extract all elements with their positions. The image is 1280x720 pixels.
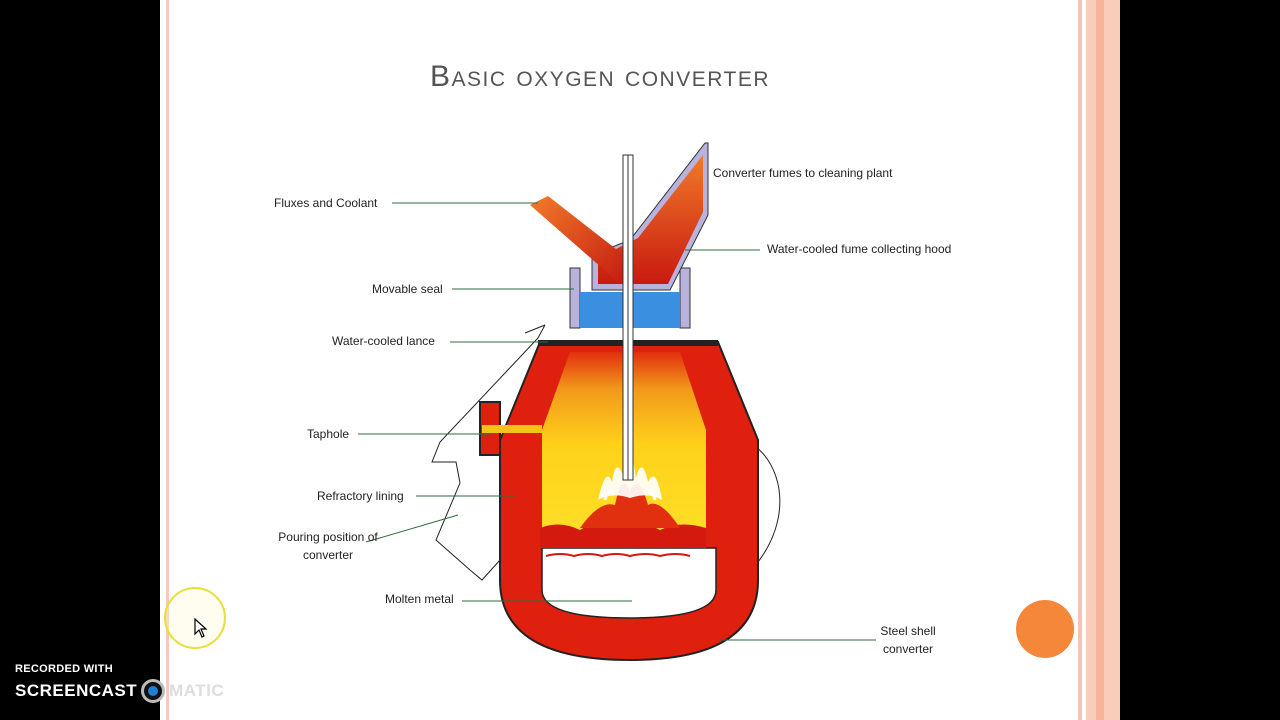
label-converter-fumes: Converter fumes to cleaning plant: [713, 166, 893, 180]
slide-right-border-1: [1078, 0, 1082, 720]
label-molten-metal: Molten metal: [385, 592, 454, 606]
slide-title: Basic oxygen converter: [429, 60, 770, 93]
label-pouring-position: Pouring position of converter: [268, 528, 388, 564]
label-steel-shell: Steel shell converter: [868, 622, 948, 658]
watermark-recorded-with: RECORDED WITH: [15, 663, 114, 675]
converter-cavity: [541, 547, 717, 619]
mouse-cursor-icon: [194, 618, 208, 638]
fume-hood: [530, 142, 709, 329]
converter-diagram: [358, 142, 876, 662]
slide-left-border: [166, 0, 169, 720]
molten-metal-surface: [540, 522, 706, 548]
pouring-position-outline: [431, 324, 781, 581]
molten-metal-ripples: [545, 553, 691, 558]
water-cooled-lance: [622, 154, 634, 481]
slide: Basic oxygen converter: [160, 0, 1120, 720]
watermark-brand: SCREENCAST MATIC: [15, 679, 224, 703]
label-refractory-lining: Refractory lining: [317, 489, 404, 503]
taphole-channel: [482, 425, 542, 433]
label-pouring-line2: converter: [302, 548, 354, 562]
label-steel-shell-line1: Steel shell: [880, 624, 936, 638]
label-movable-seal: Movable seal: [372, 282, 443, 296]
screencast-watermark: RECORDED WITH SCREENCAST MATIC: [15, 663, 224, 703]
label-steel-shell-line2: converter: [882, 642, 934, 656]
label-pouring-line1: Pouring position of: [278, 530, 378, 544]
label-fume-hood: Water-cooled fume collecting hood: [767, 242, 952, 256]
cursor-highlight: [164, 587, 226, 649]
leader-lines: [358, 202, 876, 641]
label-fluxes-coolant: Fluxes and Coolant: [274, 196, 378, 210]
watermark-brand-b: MATIC: [169, 681, 225, 700]
label-taphole: Taphole: [307, 427, 350, 441]
screencast-logo-icon: [141, 679, 166, 703]
slide-right-border-3: [1096, 0, 1104, 720]
label-water-cooled-lance: Water-cooled lance: [332, 334, 435, 348]
watermark-brand-a: SCREENCAST: [15, 681, 138, 700]
slide-accent-circle: [1016, 600, 1074, 658]
